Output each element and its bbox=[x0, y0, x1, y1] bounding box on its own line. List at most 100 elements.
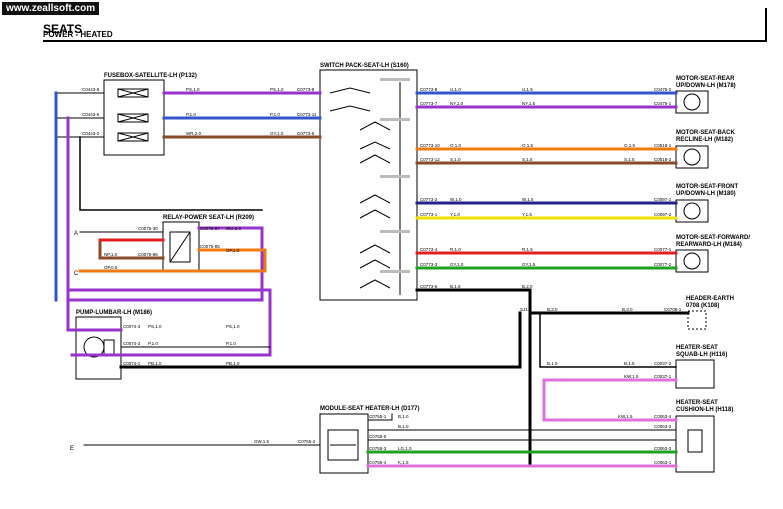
connector-label: C0773-2 bbox=[420, 197, 438, 202]
motor-back-icon bbox=[675, 145, 709, 169]
wire-label: B,1.5 bbox=[624, 361, 635, 366]
connector-label: C0773-3 bbox=[420, 262, 438, 267]
connector-label: C0475-2 bbox=[654, 87, 672, 92]
connector-label: C0063-3 bbox=[654, 446, 672, 451]
connector-label: C0773-10 bbox=[420, 143, 440, 148]
watermark: www.zeallsoft.com bbox=[2, 2, 100, 15]
wire-label: WR,2.0 bbox=[186, 131, 202, 136]
connector-label: C0773-12 bbox=[420, 157, 440, 162]
wire-label: Y,1.5 bbox=[522, 212, 532, 217]
connector-label: C0037-1 bbox=[654, 374, 672, 379]
wire-label: B,2.0 bbox=[522, 284, 533, 289]
wire-label: K,1.5 bbox=[398, 460, 409, 465]
motor-rear-icon bbox=[675, 90, 709, 114]
connector-label: C0755-4 bbox=[369, 460, 387, 465]
connector-label: C0518-1 bbox=[654, 143, 672, 148]
connector-label: C0443-8 bbox=[82, 87, 100, 92]
connector-label: C0063-4 bbox=[654, 414, 672, 419]
wire-label: PS,1.0 bbox=[186, 87, 200, 92]
diagram-subtitle: POWER - HEATED bbox=[43, 30, 113, 39]
wire-label: R,1.0 bbox=[450, 247, 461, 252]
cushion-label-1: HEATER-SEAT bbox=[676, 400, 718, 406]
earth-label-2: 0708 (K108) bbox=[686, 303, 719, 309]
wire-label: S,1.5 bbox=[624, 157, 635, 162]
connector-label: C0075-30 bbox=[138, 226, 158, 231]
motor-fwd-label-1: MOTOR-SEAT-FORWARD/ bbox=[676, 235, 750, 241]
wire-label: GW,1.5 bbox=[254, 439, 270, 444]
wire-label: NP,1.0 bbox=[104, 252, 118, 257]
relay-internals bbox=[169, 231, 191, 263]
wire-label: GY,1.0 bbox=[270, 131, 284, 136]
fusebox-internals bbox=[117, 88, 149, 142]
connector-label: C0755-2 bbox=[298, 439, 316, 444]
connector-label: C0063-1 bbox=[654, 460, 672, 465]
fusebox-label: FUSEBOX-SATELLITE-LH (P132) bbox=[104, 73, 197, 79]
wire-label: NY,1.5 bbox=[522, 101, 536, 106]
motor-front-label-2: UP/DOWN-LH (M180) bbox=[676, 191, 736, 197]
squab-label-1: HEATER-SEAT bbox=[676, 345, 718, 351]
wire-label: WU,2.0 bbox=[226, 226, 242, 231]
connector-label: C0074-1 bbox=[123, 361, 141, 366]
connector-label: C0097-2 bbox=[654, 212, 672, 217]
wire-label: P,1.0 bbox=[186, 112, 196, 117]
connector-label: C0037-2 bbox=[654, 361, 672, 366]
connector-label: C0773-5 bbox=[297, 131, 315, 136]
wire-label: NY,1.0 bbox=[450, 101, 464, 106]
squab-heater-icon bbox=[675, 359, 715, 389]
wire-label: KW,1.5 bbox=[624, 374, 639, 379]
wire-label: O,1.0 bbox=[450, 143, 462, 148]
wire-label: R,1.5 bbox=[522, 247, 533, 252]
wire-label: GY,1.5 bbox=[522, 262, 536, 267]
connector-label: C0708-1 bbox=[664, 307, 682, 312]
terminal-a-label: A bbox=[74, 231, 78, 237]
relay-label: RELAY-POWER SEAT-LH (R209) bbox=[163, 215, 254, 221]
switch-pack-shading bbox=[380, 78, 410, 273]
connector-label: C0074-2 bbox=[123, 341, 141, 346]
connector-label: C0773-1 bbox=[420, 212, 438, 217]
motor-fwd-label-2: REARWARD-LH (M184) bbox=[676, 242, 742, 248]
motor-rear-label-2: UP/DOWN-LH (M178) bbox=[676, 83, 736, 89]
diagram-title: SEATS bbox=[43, 22, 83, 36]
wire-label: P,1.0 bbox=[270, 112, 280, 117]
wire-label: PS,1.0 bbox=[270, 87, 284, 92]
connector-label: C0773-11 bbox=[297, 112, 317, 117]
wire-label: B,1.0 bbox=[398, 424, 409, 429]
connector-label: C0518-2 bbox=[654, 157, 672, 162]
cushion-heater-icon bbox=[675, 415, 715, 473]
connector-label: C0773-7 bbox=[420, 101, 438, 106]
connector-label: C0773-8 bbox=[420, 87, 438, 92]
wire-label: PB,1.0 bbox=[226, 361, 240, 366]
motor-front-label-1: MOTOR-SEAT-FRONT bbox=[676, 184, 738, 190]
connector-label: C0475-1 bbox=[654, 101, 672, 106]
motor-fwd-icon bbox=[675, 249, 709, 273]
pump-box bbox=[75, 316, 122, 380]
wire-label: Y,1.0 bbox=[450, 212, 460, 217]
wire-label: B,1.5 bbox=[450, 284, 461, 289]
wire-label: B,1.5 bbox=[547, 361, 558, 366]
connector-label: C0443-2 bbox=[82, 131, 100, 136]
connector-label: C0773-6 bbox=[420, 284, 438, 289]
wire-label: P,1.0 bbox=[226, 341, 236, 346]
wire-label: B,3.0 bbox=[547, 307, 558, 312]
motor-back-label-1: MOTOR-SEAT-BACK bbox=[676, 130, 735, 136]
connector-label: C0074-3 bbox=[123, 324, 141, 329]
connector-label: C0077-1 bbox=[654, 247, 672, 252]
wire-label: O,1.5 bbox=[624, 143, 636, 148]
squab-label-2: SQUAB-LH (H116) bbox=[676, 352, 727, 358]
wire-label: P,1.0 bbox=[148, 341, 158, 346]
cushion-label-2: CUSHION-LH (H118) bbox=[676, 407, 733, 413]
terminal-e-label: E bbox=[70, 446, 74, 452]
wire-label: U,1.0 bbox=[450, 87, 461, 92]
wire-label: OP,1.0 bbox=[226, 248, 240, 253]
wire-label: W,1.5 bbox=[522, 197, 534, 202]
relay-box bbox=[162, 221, 200, 273]
motor-back-label-2: RECLINE-LH (M182) bbox=[676, 137, 733, 143]
motor-front-icon bbox=[675, 199, 709, 223]
wire-label: B,1.0 bbox=[398, 414, 409, 419]
wire-label: PB,1.0 bbox=[148, 361, 162, 366]
wire-label: B,3.0 bbox=[622, 307, 633, 312]
connector-label: C0755-3 bbox=[369, 446, 387, 451]
connector-label: C0755-5 bbox=[369, 434, 387, 439]
connector-label: C0075-86 bbox=[138, 252, 158, 257]
